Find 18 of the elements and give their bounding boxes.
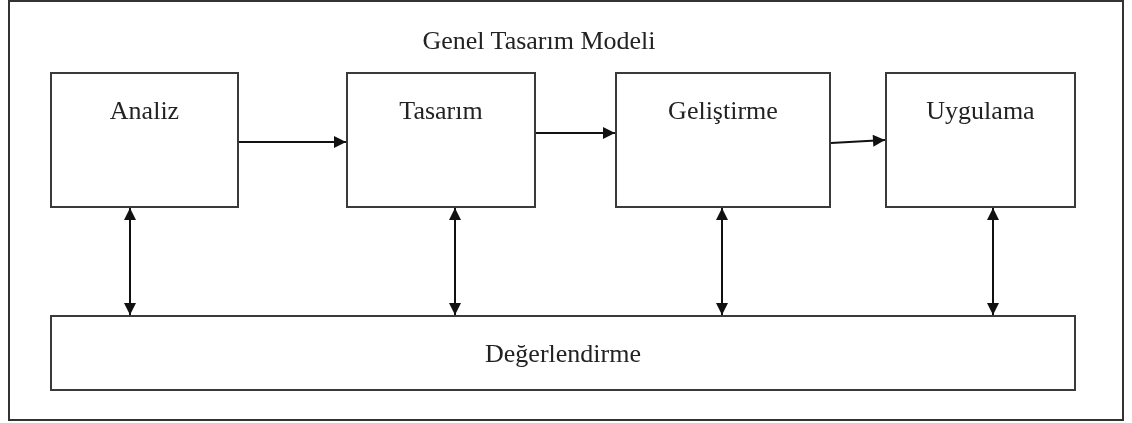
box-label: Tasarım — [399, 96, 483, 126]
box-label: Değerlendirme — [485, 339, 641, 369]
process-box — [50, 72, 239, 208]
arrow — [535, 127, 616, 139]
arrow — [124, 207, 136, 316]
arrow — [238, 136, 347, 148]
box-label: Analiz — [109, 96, 180, 126]
process-box — [50, 315, 1076, 391]
arrow — [830, 134, 886, 147]
diagram-title: Genel Tasarım Modeli — [422, 26, 656, 56]
box-label: Geliştirme — [668, 96, 778, 126]
arrow — [987, 207, 999, 316]
process-box — [346, 72, 536, 208]
process-box — [615, 72, 831, 208]
arrow — [449, 207, 461, 316]
process-box — [885, 72, 1076, 208]
arrow — [716, 207, 728, 316]
box-label: Uygulama — [926, 96, 1035, 126]
